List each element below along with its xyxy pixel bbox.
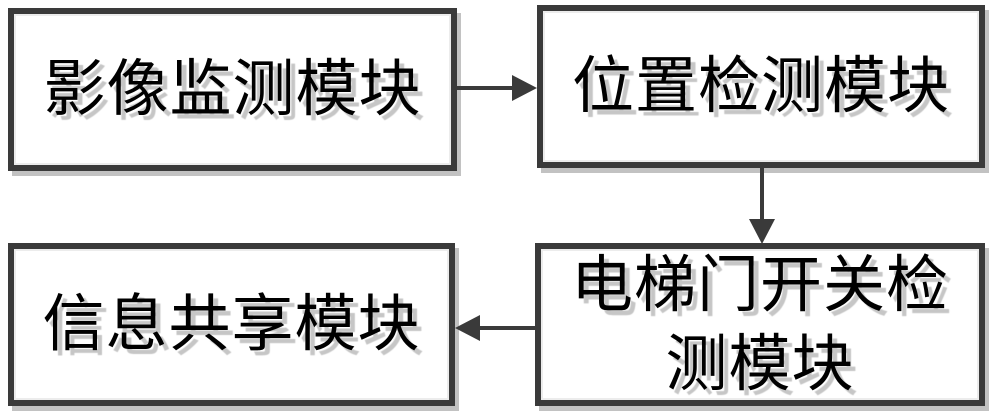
- node-information-sharing-module: 信息共享模块: [8, 243, 455, 406]
- arrow-image-monitoring-to-position-detection-line: [455, 86, 515, 90]
- arrow-door-switch-detection-to-information-sharing-line: [478, 326, 537, 330]
- node-label-line-1: 电梯门开关检: [570, 248, 949, 322]
- arrow-position-detection-to-door-switch-detection-line: [760, 166, 764, 222]
- node-elevator-door-switch-detection-module: 电梯门开关检 测模块: [535, 243, 985, 406]
- node-label: 影像监测模块: [43, 52, 422, 126]
- arrowhead-right-icon: [512, 75, 537, 101]
- node-label: 信息共享模块: [42, 287, 421, 361]
- node-image-monitoring-module: 影像监测模块: [8, 8, 457, 171]
- arrowhead-down-icon: [749, 219, 775, 244]
- arrowhead-left-icon: [455, 315, 480, 341]
- node-position-detection-module: 位置检测模块: [537, 5, 985, 168]
- node-label-line-2: 测模块: [665, 326, 855, 400]
- node-label: 位置检测模块: [571, 49, 950, 123]
